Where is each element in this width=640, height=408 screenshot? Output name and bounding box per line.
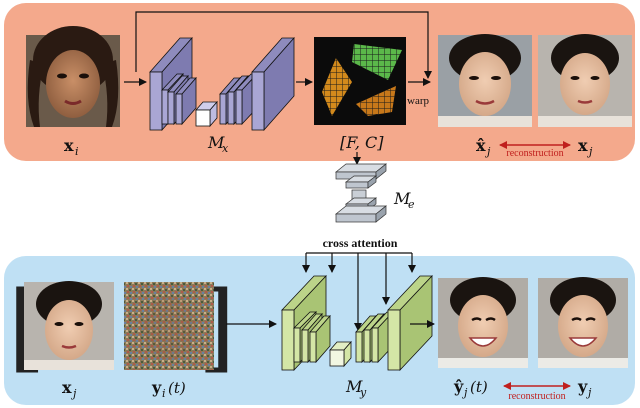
encoder-me — [335, 163, 387, 223]
label-mx: M x — [207, 133, 229, 155]
svg-text:j: j — [461, 386, 468, 399]
label-yi-t: y i (t) — [151, 378, 186, 400]
label-warp: warp — [407, 95, 429, 107]
svg-text:i: i — [162, 387, 166, 400]
svg-text:(t): (t) — [168, 379, 186, 397]
noisy-face-image — [124, 282, 214, 370]
svg-text:x: x — [62, 378, 72, 397]
label-my: M y — [345, 377, 367, 399]
source-face-image — [26, 26, 120, 127]
label-reconstruction-top: reconstruction — [506, 148, 563, 159]
svg-text:M: M — [345, 377, 363, 396]
svg-text:x: x — [578, 136, 588, 155]
label-yhat-j-t: ŷ j (t) — [453, 377, 488, 399]
flow-confidence-map — [314, 37, 406, 125]
svg-text:ŷ: ŷ — [453, 377, 464, 396]
label-fc: [F, C] — [340, 133, 384, 152]
label-cross-attention: cross attention — [323, 236, 398, 250]
label-yj: y j — [577, 377, 592, 399]
label-xhat-j: x̂ j — [476, 136, 491, 158]
label-xj-top: x j — [578, 136, 593, 158]
condition-face-image — [24, 281, 114, 370]
svg-text:j: j — [586, 145, 593, 158]
cross-attention-connectors — [302, 252, 416, 331]
svg-text:x: x — [64, 136, 74, 155]
label-reconstruction-bottom: reconstruction — [508, 391, 565, 402]
label-xj-bottom: x j — [62, 378, 77, 400]
output-face-image — [438, 277, 528, 368]
svg-text:j: j — [585, 386, 592, 399]
svg-text:e: e — [408, 198, 415, 211]
svg-text:y: y — [577, 377, 588, 396]
target-face-image — [538, 34, 632, 127]
warped-face-image — [438, 34, 532, 127]
label-me: M e — [393, 189, 415, 211]
encoder-mx — [149, 36, 295, 132]
svg-text:(t): (t) — [470, 378, 488, 396]
svg-text:i: i — [75, 145, 79, 158]
svg-text:j: j — [484, 145, 491, 158]
target-face-bottom-image — [538, 277, 628, 368]
svg-text:j: j — [70, 387, 77, 400]
svg-text:M: M — [207, 133, 225, 152]
svg-text:y: y — [359, 386, 367, 399]
label-xi: x i — [64, 136, 79, 158]
svg-text:M: M — [393, 189, 411, 208]
unet-my — [281, 274, 433, 372]
svg-text:x: x — [222, 142, 229, 155]
svg-text:x̂: x̂ — [476, 136, 486, 155]
svg-text:y: y — [151, 378, 162, 397]
